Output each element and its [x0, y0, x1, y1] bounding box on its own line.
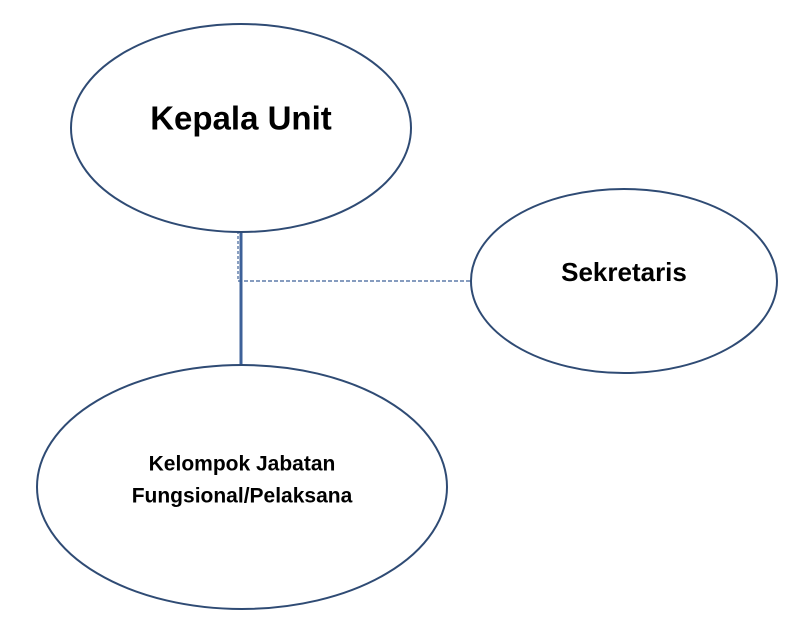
- kepala-unit-label: Kepala Unit: [150, 100, 332, 137]
- sekretaris-label: Sekretaris: [561, 257, 687, 287]
- kelompok-jabatan-label-line-1: Kelompok Jabatan: [149, 453, 336, 476]
- kelompok-jabatan-label-line-2: Fungsional/Pelaksana: [132, 485, 353, 508]
- connectors: [237, 231, 471, 366]
- node-kelompok-jabatan: Kelompok Jabatan Fungsional/Pelaksana: [36, 364, 448, 610]
- sekretaris-ellipse: [470, 188, 778, 374]
- kelompok-jabatan-ellipse: [36, 364, 448, 610]
- kepala-unit-ellipse: [70, 23, 412, 233]
- node-kepala-unit: Kepala Unit: [70, 23, 412, 233]
- node-sekretaris: Sekretaris: [470, 188, 778, 374]
